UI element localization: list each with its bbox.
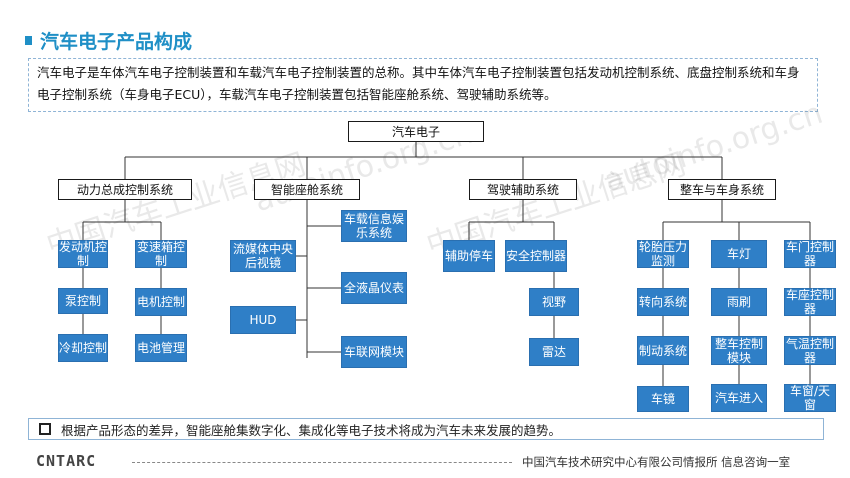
item-mirror: 车镜 [637, 386, 689, 412]
item-brake-system: 制动系统 [637, 336, 689, 365]
intro-paragraph: 汽车电子是车体汽车电子控制装置和车载汽车电子控制装置的总称。其中车体汽车电子控制… [28, 58, 818, 112]
item-seat-controller: 车座控制器 [784, 288, 836, 316]
root-node: 汽车电子 [348, 121, 484, 142]
item-door-controller: 车门控制器 [784, 240, 836, 268]
item-hud: HUD [230, 306, 296, 334]
category-powertrain: 动力总成控制系统 [58, 179, 192, 200]
item-steering-system: 转向系统 [637, 288, 689, 316]
item-window-sunroof: 车窗/天窗 [784, 384, 836, 412]
conclusion-note: 根据产品形态的差异，智能座舱集数字化、集成化等电子技术将成为汽车未来发展的趋势。 [28, 418, 824, 440]
category-vehicle-body: 整车与车身系统 [668, 179, 776, 200]
category-smart-cockpit: 智能座舱系统 [254, 179, 360, 200]
title-marker [25, 36, 32, 45]
item-lcd-cluster: 全液晶仪表 [341, 272, 407, 304]
item-infotainment: 车载信息娱乐系统 [341, 210, 407, 242]
item-telematics-module: 车联网模块 [341, 336, 407, 368]
item-vehicle-entry: 汽车进入 [711, 384, 767, 412]
logo: CNTARC [36, 452, 97, 470]
item-wipers: 雨刷 [711, 288, 767, 316]
footer-divider [132, 462, 512, 463]
item-tpms: 轮胎压力监测 [637, 240, 689, 268]
item-parking-assist: 辅助停车 [443, 240, 495, 272]
item-safety-controller: 安全控制器 [505, 240, 567, 272]
item-cooling-control: 冷却控制 [58, 334, 108, 362]
item-gearbox-control: 变速箱控制 [135, 240, 187, 268]
category-driver-assist: 驾驶辅助系统 [469, 179, 577, 200]
item-climate-controller: 气温控制器 [784, 336, 836, 365]
page-title: 汽车电子产品构成 [40, 31, 193, 53]
item-vision: 视野 [529, 288, 579, 316]
item-radar: 雷达 [529, 338, 579, 366]
item-engine-control: 发动机控制 [58, 240, 108, 268]
item-motor-control: 电机控制 [135, 288, 187, 316]
item-pump-control: 泵控制 [58, 288, 108, 314]
item-battery-management: 电池管理 [135, 334, 187, 362]
item-streaming-mirror: 流媒体中央后视镜 [230, 240, 296, 272]
footer-text: 中国汽车技术研究中心有限公司情报所 信息咨询一室 [522, 455, 791, 469]
checkbox-icon [39, 423, 51, 435]
item-lights: 车灯 [711, 240, 767, 268]
item-vehicle-control-module: 整车控制模块 [711, 336, 767, 365]
conclusion-text: 根据产品形态的差异，智能座舱集数字化、集成化等电子技术将成为汽车未来发展的趋势。 [61, 422, 562, 438]
